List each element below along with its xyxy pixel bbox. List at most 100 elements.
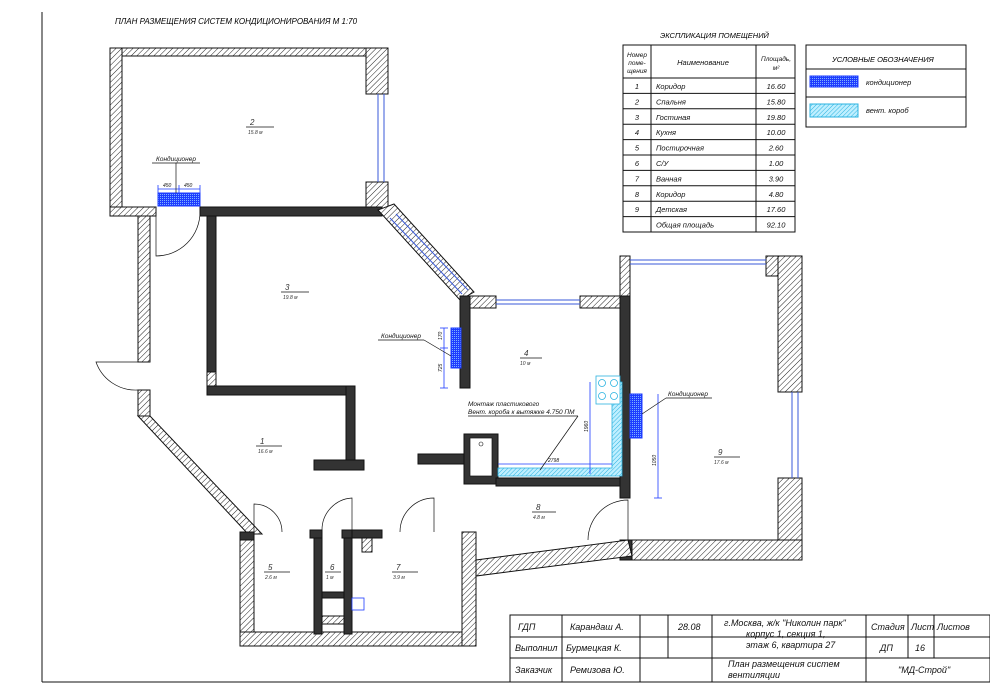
legend-duct-label: вент. короб [866, 106, 909, 115]
stamp-sheet: 16 [915, 643, 925, 653]
dim-2798: 2798 [547, 458, 559, 464]
explication-row-7-num: 7 [635, 174, 640, 183]
stamp-gdp: ГДП [518, 622, 536, 632]
explication-title: ЭКСПЛИКАЦИЯ ПОМЕЩЕНИЙ [660, 31, 770, 40]
explication-row-1-name: Коридор [656, 82, 685, 91]
explication-row-6-area: 1.00 [769, 159, 784, 168]
dimension-lines [157, 185, 662, 499]
explication-row-9-area: 17.60 [767, 205, 787, 214]
stove-icon [595, 375, 621, 405]
duct-note-line2: Вент. короба к вытяжке 4.750 ПМ [468, 408, 575, 416]
stamp-sheets-header: Листов [936, 622, 970, 632]
stamp-customer: Заказчик [515, 665, 553, 675]
dim-1960: 1960 [584, 421, 590, 432]
explication-row-5-name: Постирочная [656, 144, 704, 153]
label-ac-living: Кондиционер [381, 332, 421, 340]
stamp-date: 28.08 [677, 622, 701, 632]
explication-row-2-area: 15.80 [767, 97, 787, 106]
legend: УСЛОВНЫЕ ОБОЗНАЧЕНИЯ кондиционер вент. к… [805, 44, 967, 128]
windows [377, 94, 799, 478]
stamp-stage: ДП [879, 643, 893, 653]
stamp-sheet-title-1: План размещения систем [728, 659, 840, 669]
explication-table: ЭКСПЛИКАЦИЯ ПОМЕЩЕНИЙ Номер поме- щения … [622, 31, 796, 233]
dim-170: 170 [438, 331, 444, 340]
room-9-number: 9 [718, 448, 723, 457]
explication-row-7-name: Ванная [656, 174, 682, 183]
explication-row-6-name: С/У [656, 159, 670, 168]
explication-row-1-area: 16.60 [767, 82, 787, 91]
col-header-area-1: Площадь, [761, 55, 791, 63]
explication-row-8-name: Коридор [656, 190, 685, 199]
explication-row-7-area: 3.90 [769, 174, 784, 183]
label-ac-bedroom: Кондиционер [156, 155, 196, 163]
room-7-number: 7 [396, 563, 401, 572]
room-1-number: 1 [260, 437, 264, 446]
col-header-name: Наименование [677, 58, 729, 67]
room-6-area: 1 м [326, 575, 334, 581]
stamp-executed: Выполнил [515, 643, 558, 653]
explication-total-label: Общая площадь [656, 221, 714, 230]
legend-ac-swatch [809, 75, 859, 88]
title-block: ГДП Карандаш А. 28.08 г.Москва, ж/к "Ник… [509, 614, 990, 683]
room-2-area: 15.8 м [248, 130, 263, 136]
room-3-number: 3 [285, 283, 290, 292]
explication-row-2-num: 2 [634, 97, 640, 106]
explication-row-3-name: Гостиная [656, 113, 690, 122]
explication-row-5-num: 5 [635, 144, 640, 153]
stamp-executed-name: Бурмецкая К. [566, 643, 622, 653]
col-header-area-2: м² [773, 65, 780, 72]
col-header-num-1: Номер [627, 52, 647, 59]
room-4-area: 10 м [520, 361, 531, 367]
room-2-number: 2 [249, 118, 255, 127]
room-8-number: 8 [536, 503, 541, 512]
dim-450-b: 450 [184, 183, 193, 189]
stamp-stage-header: Стадия [871, 622, 905, 632]
ac-unit-bedroom [157, 192, 201, 207]
ac-unit-kids [629, 393, 643, 439]
room-3-area: 19.8 м [283, 295, 298, 301]
col-header-num-3: щения [627, 68, 647, 75]
stamp-address-3: этаж 6, квартира 27 [746, 640, 836, 650]
legend-ac-label: кондиционер [866, 78, 911, 87]
dim-1050: 1050 [652, 455, 658, 466]
room-4-number: 4 [524, 349, 529, 358]
explication-row-4-name: Кухня [656, 128, 676, 137]
room-5-area: 2.6 м [264, 575, 277, 581]
stamp-sheet-header: Лист [910, 622, 935, 632]
explication-row-1-num: 1 [635, 82, 639, 91]
explication-row-3-area: 19.80 [767, 113, 787, 122]
drawing-title: ПЛАН РАЗМЕЩЕНИЯ СИСТЕМ КОНДИЦИОНИРОВАНИЯ… [115, 17, 358, 26]
stamp-company: "МД-Строй" [898, 665, 951, 675]
ac-unit-living [450, 327, 462, 369]
explication-row-2-name: Спальня [656, 97, 686, 106]
explication-row-5-area: 2.60 [768, 144, 784, 153]
stamp-sheet-title-2: вентиляции [728, 670, 780, 680]
explication-row-6-num: 6 [635, 159, 640, 168]
explication-row-3-num: 3 [635, 113, 640, 122]
vent-duct [497, 381, 623, 477]
dim-725: 725 [438, 363, 444, 372]
walls [95, 47, 803, 647]
stamp-address-2: корпус 1, секция 1, [746, 629, 825, 639]
room-markers: 1 16.6 м 2 15.8 м 3 19.8 м 4 10 м 5 2.6 … [246, 118, 740, 581]
explication-row-4-area: 10.00 [767, 128, 787, 137]
room-8-area: 4.8 м [533, 515, 545, 521]
legend-title: УСЛОВНЫЕ ОБОЗНАЧЕНИЯ [831, 55, 935, 64]
stamp-address-1: г.Москва, ж/к "Николин парк" [724, 618, 847, 628]
room-6-number: 6 [330, 563, 335, 572]
dim-450-a: 450 [163, 183, 172, 189]
explication-row-8-area: 4.80 [769, 190, 784, 199]
room-1-area: 16.6 м [258, 449, 273, 455]
explication-row-4-num: 4 [635, 128, 639, 137]
col-header-num-2: поме- [628, 60, 646, 67]
explication-row-9-name: Детская [655, 205, 687, 214]
stamp-customer-name: Ремизова Ю. [570, 665, 625, 675]
explication-row-8-num: 8 [635, 190, 640, 199]
legend-duct-swatch [809, 103, 859, 118]
room-9-area: 17.6 м [714, 460, 729, 466]
explication-row-9-num: 9 [635, 205, 640, 214]
label-ac-kids: Кондиционер [668, 390, 708, 398]
room-5-number: 5 [268, 563, 273, 572]
room-7-area: 3.9 м [393, 575, 405, 581]
